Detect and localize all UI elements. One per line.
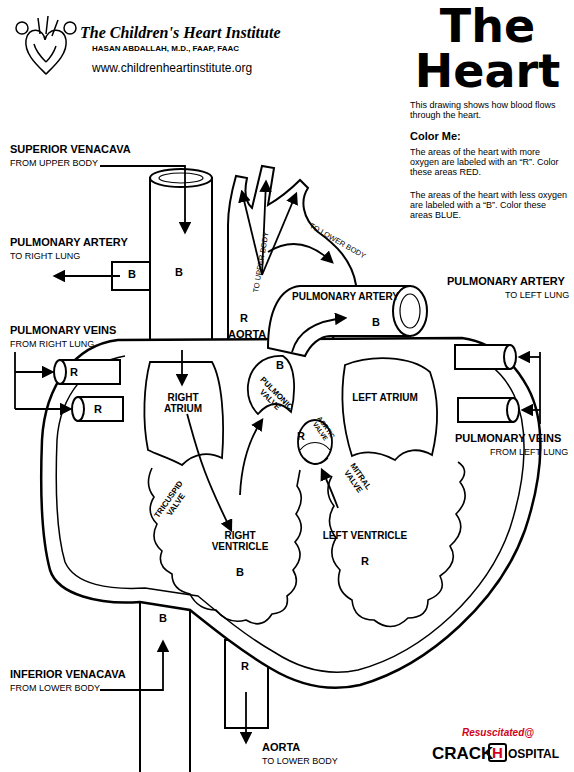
- flow-arrow: [100, 166, 185, 232]
- flow-arrow: [523, 409, 540, 411]
- flow-arrow: [181, 350, 183, 384]
- pulmonary-artery-trunk: [268, 286, 410, 356]
- flow-note: FROM RIGHT LUNG: [10, 339, 94, 349]
- chamber-name: RIGHT VENTRICLE: [195, 530, 285, 552]
- vessel-label: PULMONARY VEINS: [10, 324, 116, 336]
- oxygen-letter: B: [276, 359, 284, 371]
- logo-vessels: [38, 16, 58, 36]
- flow-note: FROM UPPER BODY: [10, 158, 98, 168]
- vessel-label: AORTA: [262, 741, 300, 753]
- logo-chambers: [34, 44, 56, 62]
- oxygen-letter: R: [70, 366, 78, 378]
- vessel-opening: [159, 173, 203, 183]
- valve-cusp: [300, 443, 330, 465]
- chamber-name: LEFT VENTRICLE: [320, 530, 410, 541]
- instruction-text: The areas of the heart with more oxygen …: [410, 147, 570, 177]
- heart-chamber: LEFT VENTRICLE R: [320, 530, 410, 567]
- oxygen-letter: R: [320, 555, 410, 567]
- flow-arrow: [100, 642, 163, 690]
- oxygen-letter: B: [128, 268, 136, 280]
- flow-note: TO LEFT LUNG: [505, 290, 569, 300]
- physician-name: HASAN ABDALLAH, M.D., FAAP, FAAC: [92, 45, 239, 54]
- logo-figure: [16, 22, 28, 34]
- oxygen-letter: R: [240, 312, 248, 324]
- flow-note: FROM LEFT LUNG: [490, 447, 568, 457]
- heart-wall: [56, 355, 524, 672]
- oxygen-letter: B: [159, 612, 167, 624]
- inferior-vena-cava: [140, 592, 190, 772]
- leader-line: [14, 352, 16, 409]
- watermark: H: [488, 743, 507, 762]
- pulmonary-vein: [458, 398, 513, 422]
- flow-arrow: [292, 318, 345, 352]
- flow-arrow: [322, 470, 338, 508]
- logo-figure: [64, 22, 76, 34]
- vessel-label: PULMONARY VEINS: [455, 432, 561, 444]
- heart-outline: [41, 338, 540, 688]
- flow-note: TO RIGHT LUNG: [10, 251, 80, 261]
- watermark: OSPITAL: [508, 748, 559, 761]
- oxygen-letter: R: [297, 430, 305, 442]
- flow-arrow: [268, 244, 332, 262]
- flow-note: FROM LOWER BODY: [10, 683, 100, 693]
- oxygen-letter: B: [372, 316, 380, 328]
- heart-chamber: RIGHT ATRIUM: [148, 392, 218, 414]
- leader-line: [539, 352, 541, 424]
- vessel-label: INFERIOR VENACAVA: [10, 668, 126, 680]
- heart-chamber: LEFT ATRIUM: [350, 392, 420, 403]
- vessel-opening: [504, 345, 516, 369]
- flow-connector: [187, 414, 231, 530]
- left-atrium-outline: [342, 358, 437, 460]
- vessel-label: AORTA: [228, 328, 266, 340]
- heart-chamber: RIGHT VENTRICLE B: [195, 530, 285, 578]
- chamber-name: RIGHT ATRIUM: [148, 392, 218, 414]
- right-atrium-outline: [144, 362, 223, 465]
- instruction-text: The areas of the heart with less oxygen …: [410, 190, 570, 220]
- watermark: CRACK: [432, 744, 493, 763]
- flow-arrow: [15, 371, 52, 373]
- vessel-opening: [150, 169, 212, 187]
- vessel-label: PULMONARY ARTERY: [292, 291, 399, 302]
- logo-heart: [26, 30, 66, 74]
- flow-arrow: [520, 356, 540, 358]
- vessel-opening: [507, 398, 519, 422]
- institute-name: The Children's Heart Institute: [80, 24, 280, 42]
- oxygen-letter: B: [195, 566, 285, 578]
- vessel-label: PULMONARY ARTERY: [447, 275, 565, 287]
- watermark: Resuscitated@: [462, 727, 534, 738]
- flow-note: TO LOWER BODY: [262, 756, 338, 766]
- left-ventricle-wall: [328, 462, 465, 627]
- instruction-heading: Color Me:: [410, 130, 461, 142]
- pulmonary-vein: [60, 360, 120, 384]
- vessel-opening: [400, 294, 420, 328]
- flow-arrow: [240, 420, 262, 495]
- page-title: The Heart: [405, 4, 570, 94]
- flow-arrow: [55, 275, 120, 277]
- oxygen-letter: R: [94, 403, 102, 415]
- oxygen-letter: B: [175, 266, 183, 278]
- flow-arrow: [15, 408, 70, 410]
- intro-note: This drawing shows how blood flows throu…: [410, 100, 570, 120]
- vessel-label: SUPERIOR VENACAVA: [10, 143, 131, 155]
- chamber-name: LEFT ATRIUM: [350, 392, 420, 403]
- right-ventricle-wall: [148, 468, 301, 624]
- vessel-label: PULMONARY ARTERY: [10, 236, 128, 248]
- superior-vena-cava: [150, 178, 212, 350]
- flow-arrow: [245, 692, 247, 742]
- website-url: www.childrenheartinstitute.org: [92, 62, 252, 75]
- vessel-opening: [72, 397, 84, 421]
- pulmonary-vein: [455, 345, 510, 369]
- vessel-opening: [54, 360, 66, 384]
- oxygen-letter: R: [241, 660, 249, 672]
